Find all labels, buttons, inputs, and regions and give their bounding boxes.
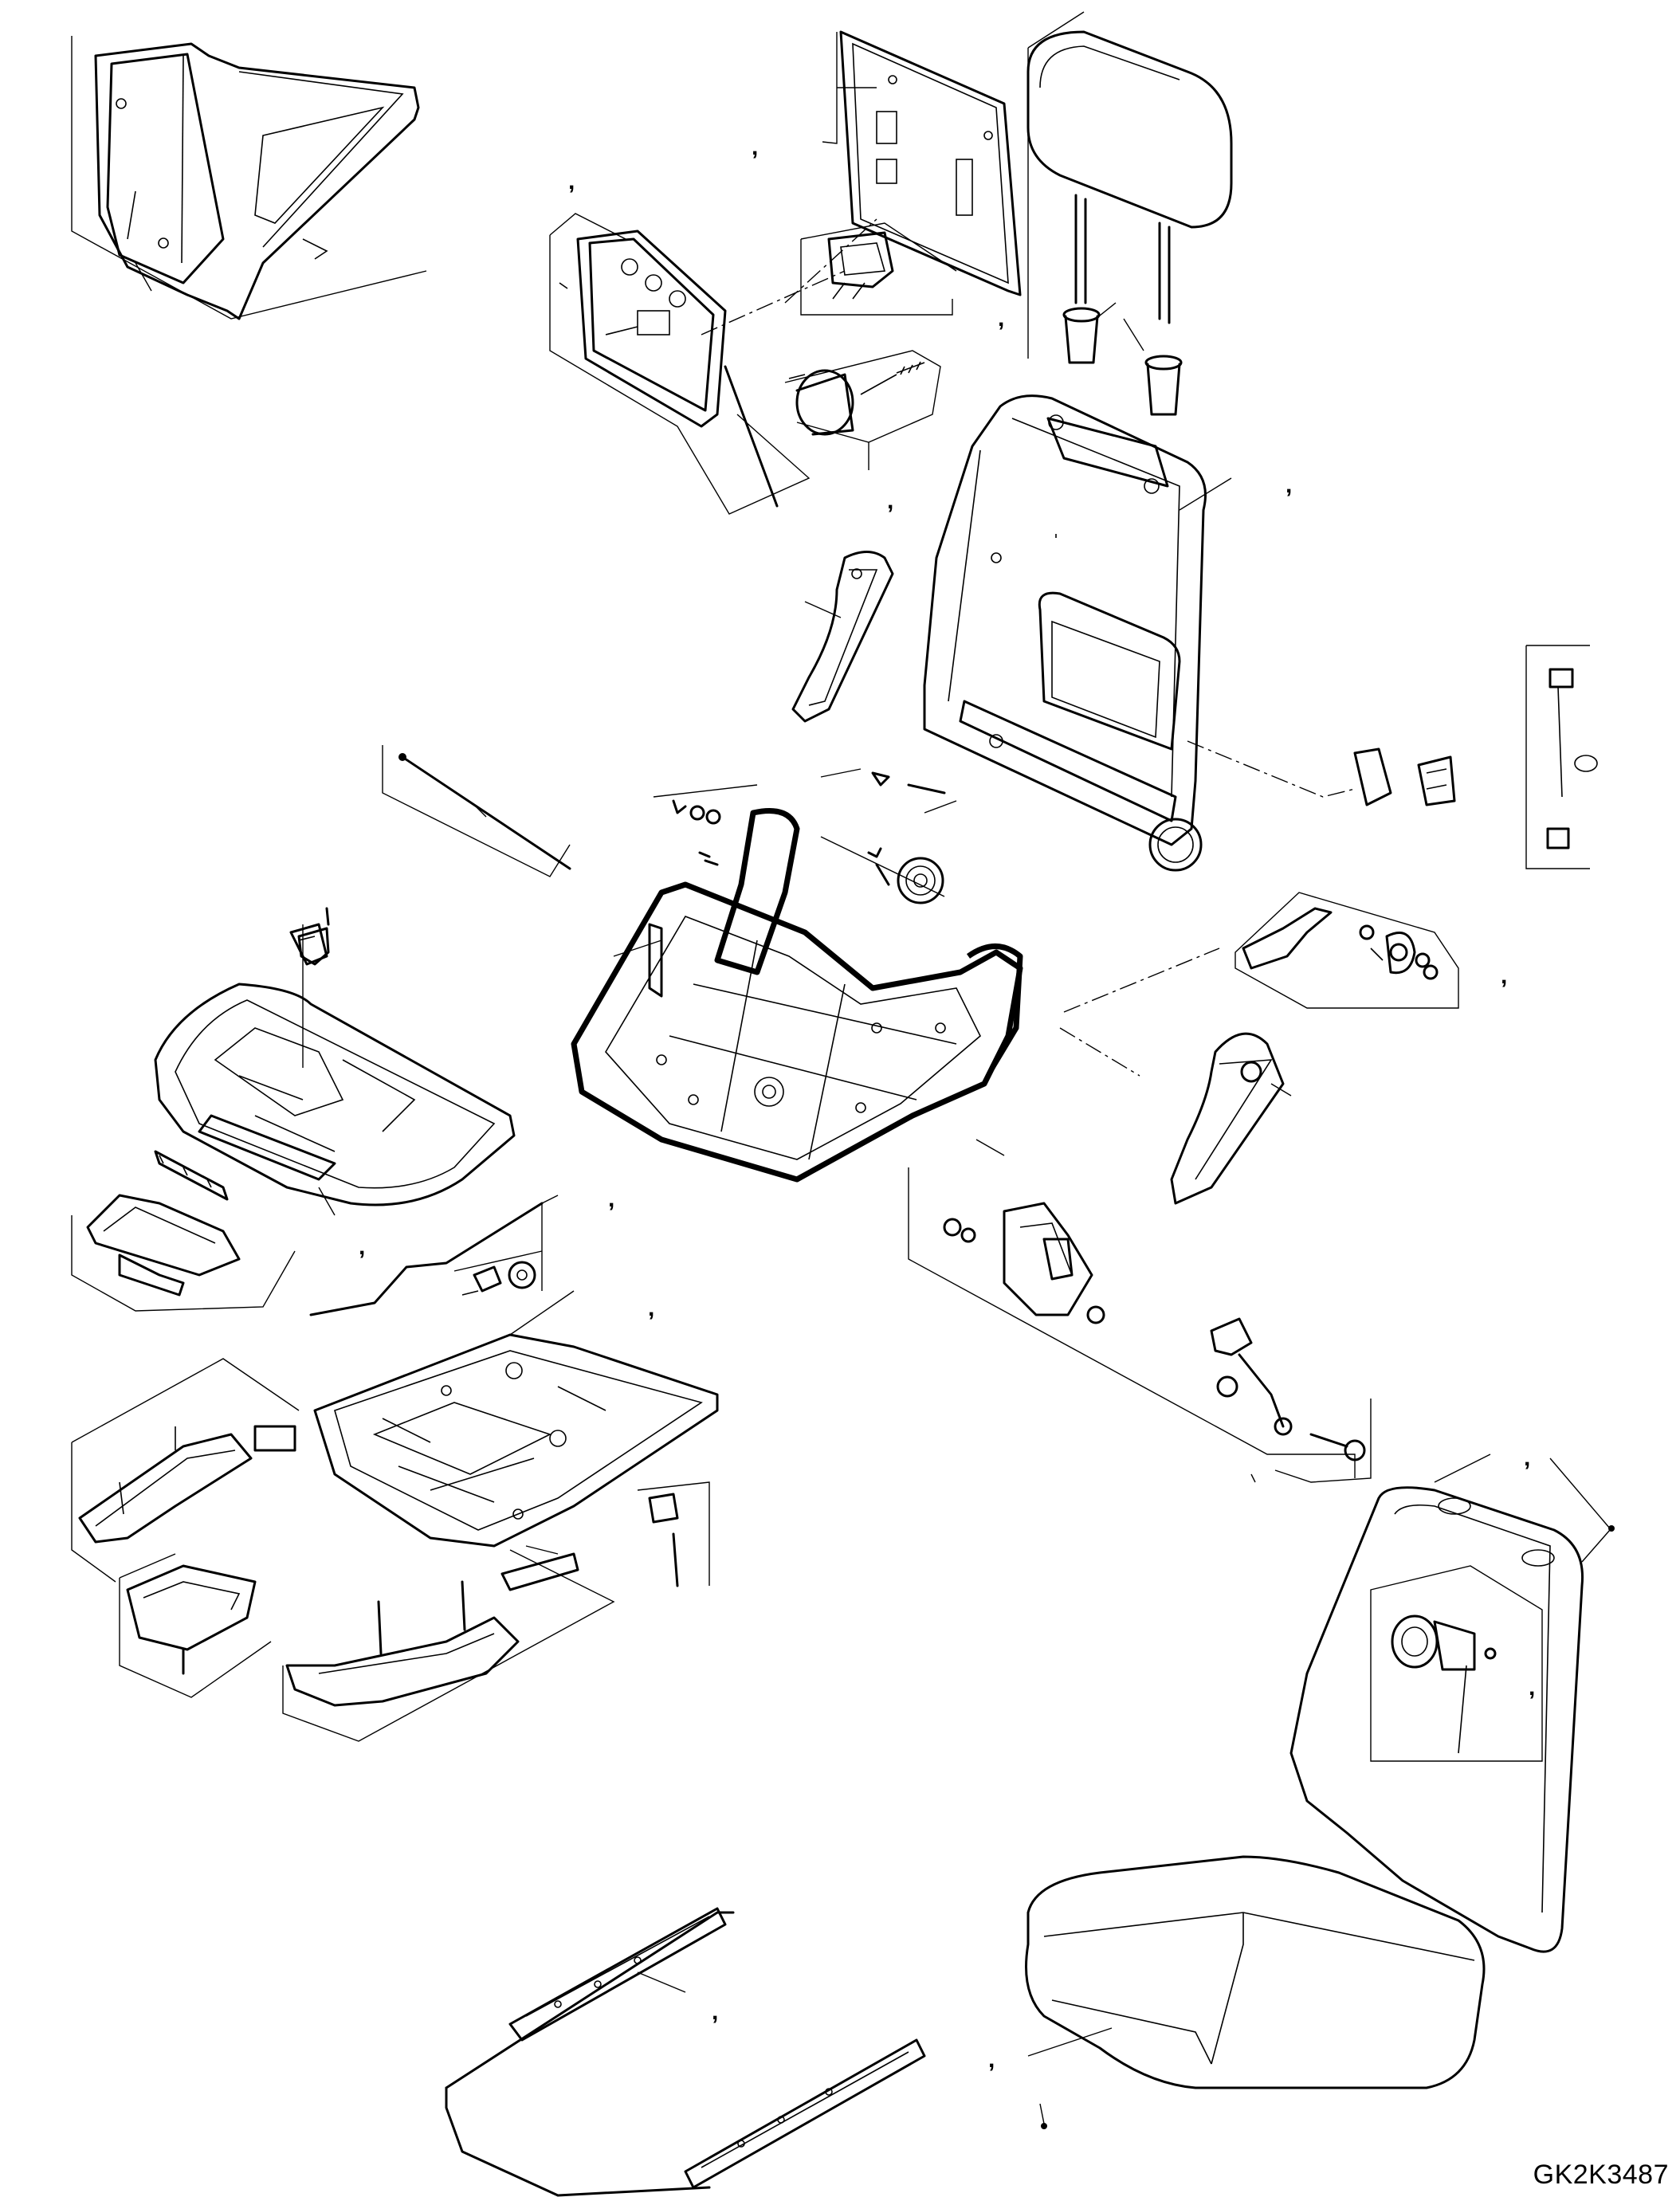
side-cover-upper-part xyxy=(791,551,894,723)
belt-retractor-part xyxy=(1370,1565,1543,1762)
back-cable-part xyxy=(382,745,571,877)
lower-bracket-part xyxy=(71,1358,300,1698)
mounting-plate-part xyxy=(822,30,1022,296)
callout-mark: , xyxy=(608,1186,615,1212)
seat-cushion-pan-part xyxy=(154,924,516,1216)
lumbar-cable-part xyxy=(309,1195,559,1316)
adjust-knob-part xyxy=(453,1250,543,1296)
motor-spring-part xyxy=(784,350,941,470)
rail-cover-part xyxy=(282,1549,615,1742)
seat-frame-part xyxy=(571,808,1023,1183)
cushion-clip-part xyxy=(297,927,330,966)
callout-mark: , xyxy=(712,1999,719,2025)
seat-upholstery-part xyxy=(1025,1454,1615,2129)
seatbelt-buckle-part xyxy=(908,1167,1356,1478)
side-cover-lower-part xyxy=(1170,1032,1292,1205)
callout-mark: , xyxy=(568,168,575,194)
slide-rail-part xyxy=(445,1907,926,2197)
seatbelt-anchor-part xyxy=(1210,1317,1372,1483)
callout-mark: , xyxy=(648,1295,655,1321)
callout-mark: , xyxy=(1524,1445,1531,1471)
headrest-part xyxy=(1026,11,1233,416)
trim-rail-part xyxy=(71,1150,296,1312)
side-control-panel-part xyxy=(549,213,811,515)
recliner-lever-part xyxy=(1234,892,1459,1009)
seat-back-frame-part xyxy=(923,394,1232,872)
callout-mark: , xyxy=(887,488,894,514)
callout-mark: , xyxy=(1529,1674,1536,1701)
switch-assembly-part xyxy=(800,222,957,316)
seat-base-pan-part xyxy=(313,1290,719,1555)
callout-mark: , xyxy=(1501,963,1508,989)
wiring-harness-part xyxy=(1525,645,1598,869)
callout-mark: , xyxy=(1286,472,1293,498)
callout-mark: , xyxy=(752,134,759,160)
back-cover-tray-part xyxy=(71,36,427,320)
dash-dot-assembly-lines xyxy=(701,218,1356,1077)
callout-mark: , xyxy=(988,2046,995,2073)
callout-mark: , xyxy=(359,1234,366,1260)
callout-mark: , xyxy=(998,305,1005,332)
figure-code: GK2K3487 xyxy=(1533,2160,1669,2190)
hinge-hardware-part xyxy=(653,768,957,904)
base-bolt-part xyxy=(637,1481,710,1587)
connector-part xyxy=(1353,747,1456,806)
